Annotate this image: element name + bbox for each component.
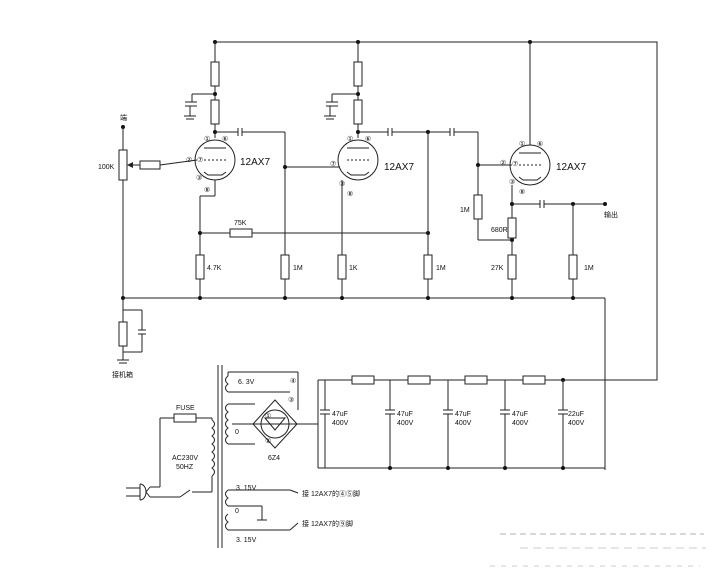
pin-label: ⑧ — [519, 188, 525, 196]
r-cathode-cf2-label: 27K — [491, 265, 504, 272]
note-a: 接 12AX7的④⑤脚 — [302, 489, 360, 498]
pin-label: ① — [519, 140, 525, 148]
pin-label: ① — [204, 135, 210, 143]
note-b: 接 12AX7的⑨脚 — [302, 519, 353, 528]
input-section: 端 100K — [98, 113, 198, 300]
r-cathode-cf-label: 680R — [491, 227, 508, 234]
tube-3-label: 12AX7 — [556, 162, 586, 173]
zero-label-2: 0 — [235, 508, 239, 515]
fuse — [173, 413, 197, 423]
feedback-resistor — [229, 228, 253, 238]
plate-resistor-2b — [353, 99, 363, 125]
plate-resistor-1b — [210, 99, 220, 125]
rect-pin-4: ④ — [290, 377, 296, 385]
pin-label: ⑧ — [204, 186, 210, 194]
filter-resistor-4 — [522, 375, 546, 385]
grid-stopper — [139, 160, 161, 170]
cap-5-value: 22uF — [568, 411, 584, 418]
r-out-label: 1M — [584, 265, 594, 272]
chassis-label: 接机箱 — [112, 370, 133, 379]
r-cathode2-label: 1K — [349, 265, 358, 272]
pin-label: ⑧ — [347, 190, 353, 198]
fuse-label: FUSE — [176, 405, 195, 412]
stage-1: 12AX7 ① ⑥ ② ⑦ ③ ⑧ 4.7K 75K — [184, 42, 430, 298]
output-label: 输出 — [604, 210, 618, 219]
cap-1-value: 47uF — [332, 411, 348, 418]
tube-2-envelope — [337, 139, 379, 181]
grid-resistor-cf — [473, 194, 483, 220]
rect-pin-1: ① — [265, 412, 271, 420]
plate-resistor-2a — [353, 61, 363, 87]
grid-resistor-2 — [280, 254, 290, 280]
cap-2-voltage: 400V — [397, 420, 414, 427]
cap-4-value: 47uF — [512, 411, 528, 418]
cap-3-voltage: 400V — [455, 420, 472, 427]
stage-2: 12AX7 ① ⑥ ⑦ ③ ⑧ 1K 1M 1M — [280, 42, 479, 298]
plate-resistor-1a — [210, 61, 220, 87]
mains-label: AC230V — [172, 455, 198, 462]
tube-1-label: 12AX7 — [240, 157, 270, 168]
rectifier-label: 6Z4 — [268, 455, 280, 462]
output-resistor — [568, 254, 578, 280]
cap-4-voltage: 400V — [512, 420, 529, 427]
heater-a-label: 3. 15V — [236, 485, 257, 492]
r-feedback-label: 75K — [234, 220, 247, 227]
power-supply: FUSE AC230V 50HZ 6. 3V ④ ③ 0 — [126, 365, 605, 548]
pin-label: ⑦ — [512, 160, 518, 168]
pin-label: ③ — [509, 178, 515, 186]
pin-label: ① — [347, 135, 353, 143]
cathode-resistor-cf — [507, 217, 517, 239]
filter-resistor-3 — [464, 375, 488, 385]
pin-label: ③ — [196, 174, 202, 182]
r-grid2-label: 1M — [293, 265, 303, 272]
rectifier-6z4 — [252, 399, 298, 449]
freq-label: 50HZ — [176, 464, 194, 471]
cap-1-voltage: 400V — [332, 420, 349, 427]
chassis-resistor — [118, 321, 128, 347]
pin-label: ⑥ — [222, 135, 228, 143]
grid-resistor-3 — [423, 254, 433, 280]
rect-pin-2: ② — [265, 437, 271, 445]
filter-resistor-2 — [407, 375, 431, 385]
volume-pot — [118, 149, 128, 181]
pin-label: ⑥ — [537, 140, 543, 148]
cap-2-value: 47uF — [397, 411, 413, 418]
r-cathode1-label: 4.7K — [207, 265, 222, 272]
pin-label: ⑥ — [365, 135, 371, 143]
pin-label: ⑦ — [330, 160, 336, 168]
volume-label: 100K — [98, 164, 115, 171]
cap-5-voltage: 400V — [568, 420, 585, 427]
cathode-resistor-1 — [195, 254, 205, 280]
pin-label: ② — [186, 156, 192, 164]
tube-2-label: 12AX7 — [384, 162, 414, 173]
cathode-resistor-cf2 — [507, 254, 517, 280]
zero-label: 0 — [235, 429, 239, 436]
r-grid-cf-label: 1M — [460, 207, 470, 214]
rect-pin-3: ③ — [288, 396, 294, 404]
filter-resistor-1 — [351, 375, 375, 385]
stage-3: 12AX7 ① ⑥ ② ⑦ ③ ⑧ 1M 680R 27K 输出 1M — [460, 42, 618, 298]
heater-rect-label: 6. 3V — [238, 379, 255, 386]
pin-label: ② — [500, 159, 506, 167]
pin-label: ⑦ — [197, 156, 203, 164]
cap-3-value: 47uF — [455, 411, 471, 418]
ground-rail: 接机箱 — [112, 296, 606, 470]
b-plus-rail — [213, 40, 658, 381]
input-label: 端 — [120, 113, 127, 122]
bottom-smudge — [490, 533, 706, 567]
r-grid3-label: 1M — [436, 265, 446, 272]
cathode-resistor-2 — [337, 254, 347, 280]
heater-b-label: 3. 15V — [236, 537, 257, 544]
